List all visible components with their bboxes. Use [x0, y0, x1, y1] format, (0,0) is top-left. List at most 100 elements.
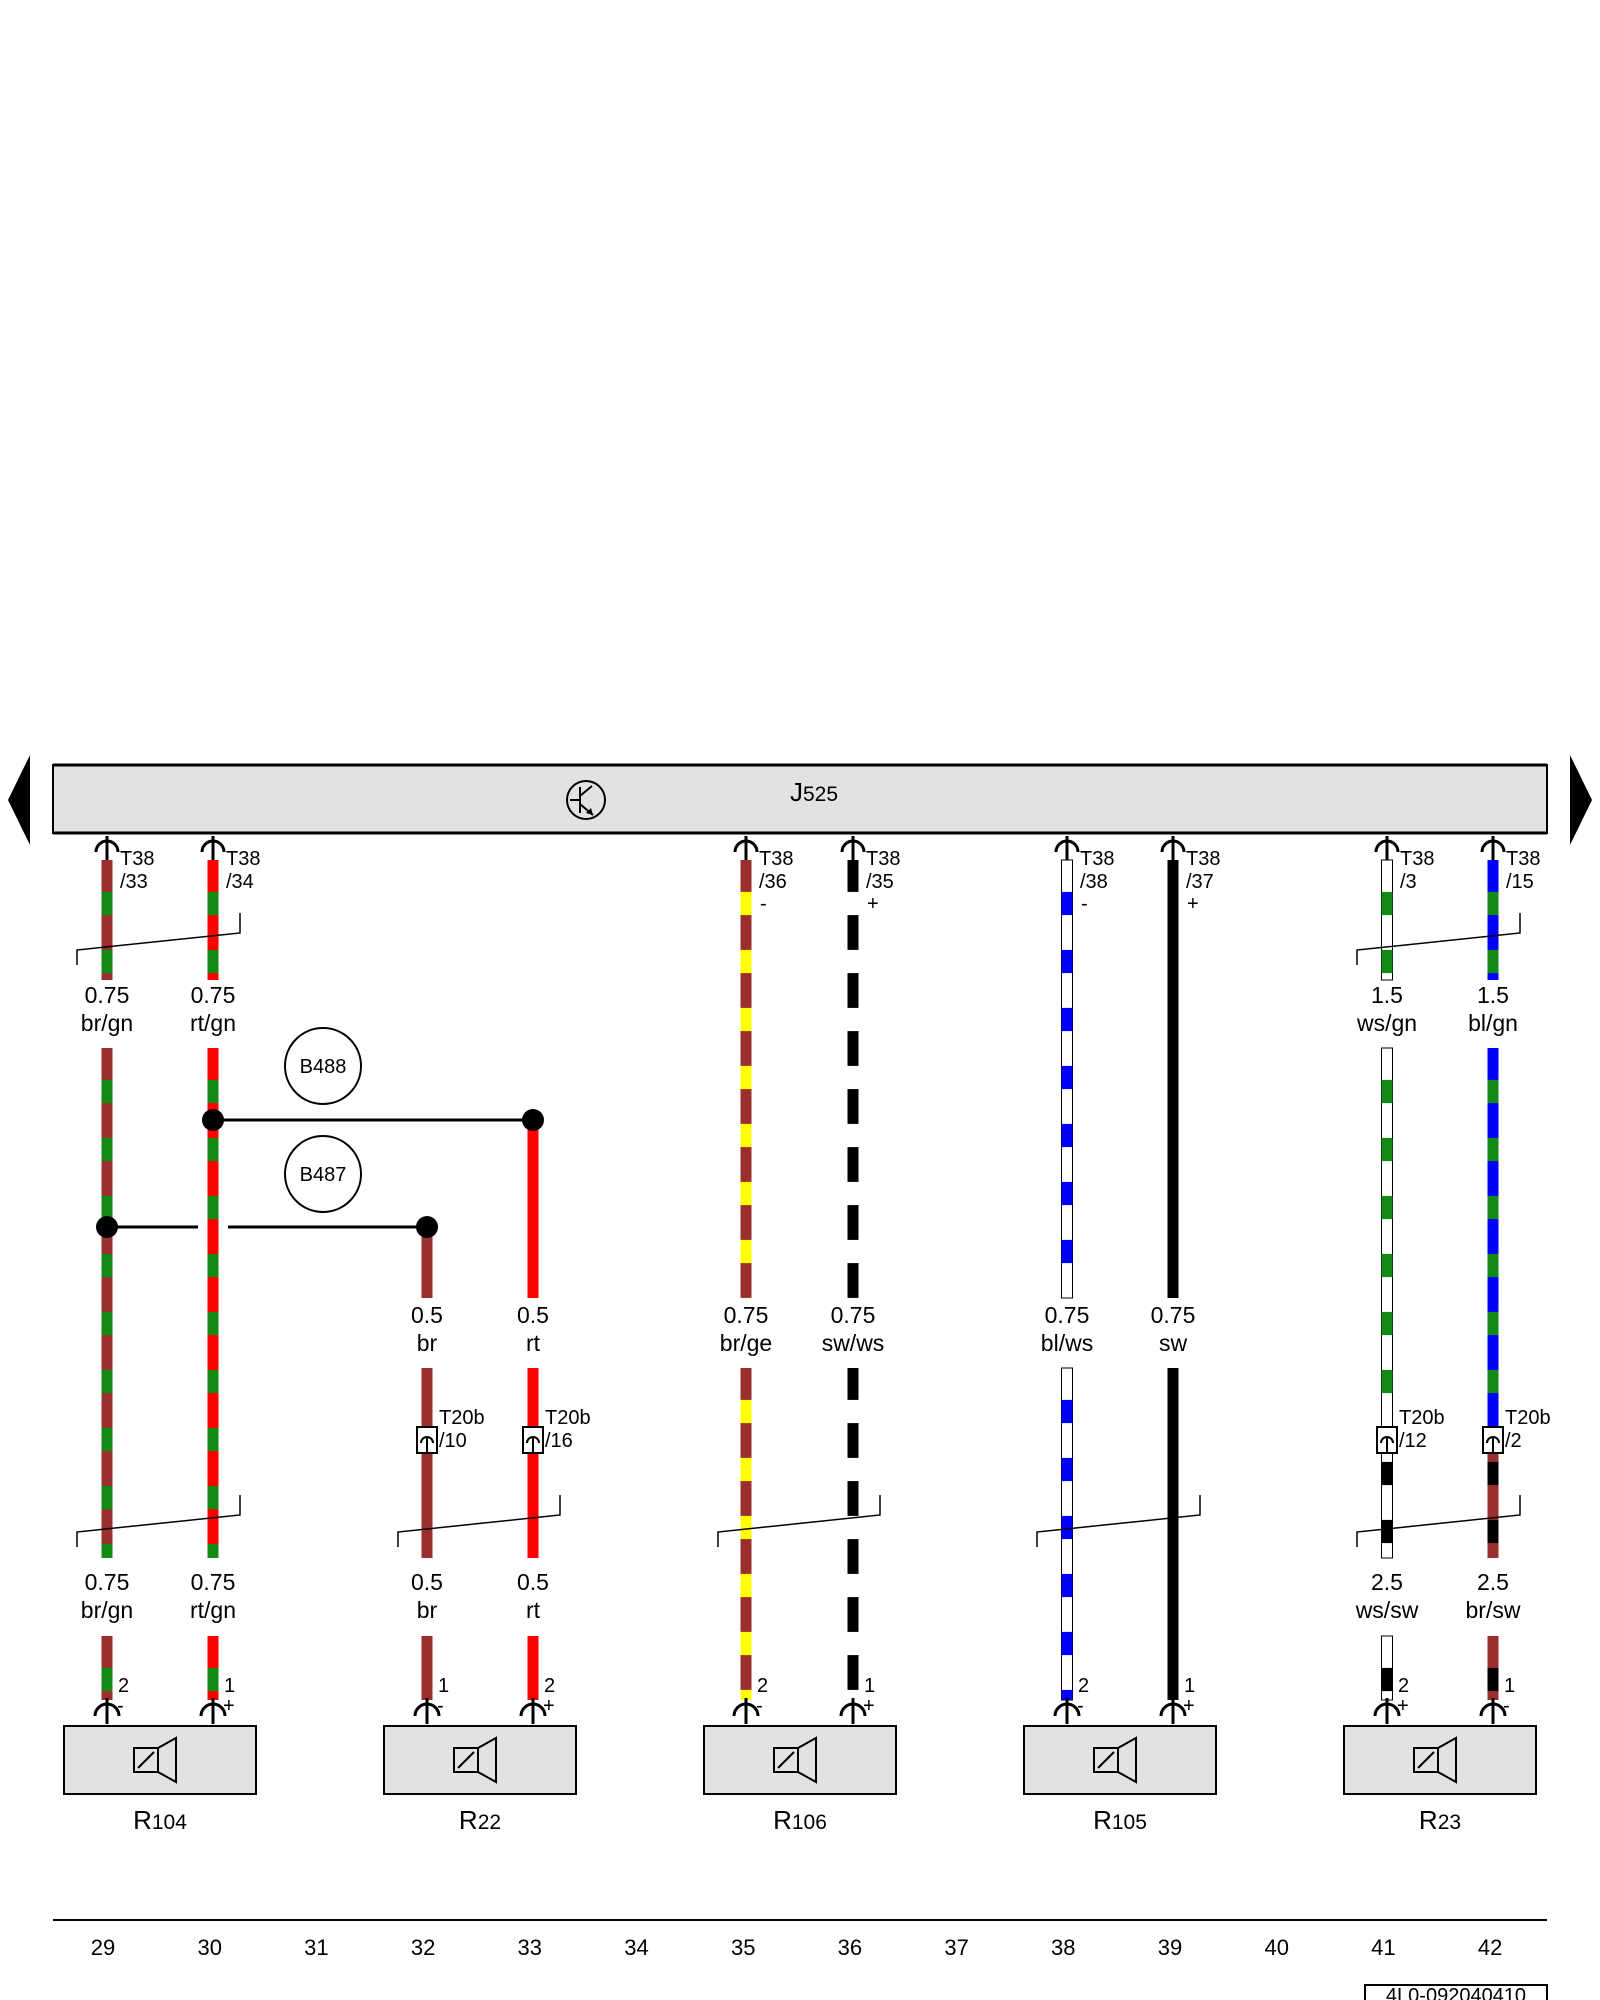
- column-number: 34: [624, 1935, 648, 1960]
- column-number: 31: [304, 1935, 328, 1960]
- wire-label: 0.75: [85, 982, 130, 1008]
- wire-segment: [847, 860, 859, 1298]
- column-number: 36: [838, 1935, 862, 1960]
- pin-connector-icon: [1480, 836, 1506, 860]
- speaker-icon: [773, 1736, 817, 1784]
- bundle-brackets: [76, 913, 1521, 1547]
- wire-segment: [1487, 1048, 1499, 1430]
- connector-label: T20b: [1505, 1407, 1551, 1429]
- wire-label: 0.75: [831, 1302, 876, 1328]
- pin-polarity: +: [1397, 1695, 1409, 1717]
- pin-number: 2: [544, 1675, 555, 1697]
- wire-label: 1.5: [1371, 982, 1403, 1008]
- wire-segment: [207, 1048, 219, 1558]
- wire-segment: [101, 860, 113, 980]
- wire-w1: [93, 836, 121, 1724]
- document-id-box: 4L0-092040410: [1364, 1984, 1548, 2000]
- wire-label: sw: [1159, 1330, 1188, 1356]
- wire-w5: [732, 836, 760, 1724]
- pin-number: 1: [864, 1675, 875, 1697]
- wire-segment: [1061, 1367, 1073, 1701]
- pin-number: 1: [438, 1675, 449, 1697]
- speaker-R105: R105: [1023, 1725, 1217, 1835]
- pin-label: /36: [759, 871, 787, 893]
- wire-segment: [421, 1368, 433, 1558]
- splice-b488: B488: [202, 1027, 544, 1131]
- connector-label: /2: [1505, 1430, 1522, 1452]
- wire-label: rt: [526, 1330, 541, 1356]
- wire-segment: [421, 1636, 433, 1700]
- pin-connector-icon: [93, 1698, 121, 1724]
- speaker-R22: R22: [383, 1725, 577, 1835]
- pin-label: T38: [1400, 848, 1434, 870]
- wire-segment: [1487, 1430, 1499, 1558]
- pin-number: 2: [118, 1675, 129, 1697]
- pin-connector-icon: [413, 1698, 441, 1724]
- pin-label: /3: [1400, 871, 1417, 893]
- pin-label: /34: [226, 871, 254, 893]
- wire-segment: [1167, 860, 1179, 1298]
- pin-connector-icon: [94, 836, 120, 860]
- pin-polarity: -: [117, 1695, 124, 1717]
- pin-polarity: +: [543, 1695, 555, 1717]
- column-number: 29: [91, 1935, 115, 1960]
- wire-label: 0.75: [191, 982, 236, 1008]
- wire-segment: [421, 1227, 433, 1298]
- pin-polarity: +: [867, 893, 879, 915]
- wire-segment: [1381, 1047, 1393, 1431]
- pin-connector-icon: [1373, 1698, 1401, 1724]
- wire-w6: [839, 836, 867, 1724]
- wire-segment: [1167, 1368, 1179, 1700]
- wire-segment: [1061, 859, 1073, 1299]
- pin-polarity: -: [760, 893, 767, 915]
- connector-label: /10: [439, 1430, 467, 1452]
- wire-w2: [199, 836, 227, 1724]
- column-number: 38: [1051, 1935, 1075, 1960]
- wire-segment: [740, 1368, 752, 1700]
- previous-page-arrow-icon[interactable]: [8, 755, 30, 845]
- pin-polarity: -: [1077, 1695, 1084, 1717]
- wire-w10: [1479, 836, 1507, 1724]
- wire-labels: T38/330.75br/gn0.75br/gn2-T38/340.75rt/g…: [81, 848, 1551, 1717]
- speaker-icon: [1413, 1736, 1457, 1784]
- pin-number: 2: [757, 1675, 768, 1697]
- splice-point: [96, 1216, 118, 1238]
- wire-label: br/gn: [81, 1597, 133, 1623]
- pin-connector-icon: [1054, 836, 1080, 860]
- wire-segment: [527, 1636, 539, 1700]
- pin-connector-icon: [732, 1698, 760, 1724]
- splice-label: B488: [300, 1056, 347, 1078]
- control-unit-j525: J525: [52, 763, 1548, 835]
- wire-segment: [207, 1636, 219, 1700]
- pin-polarity: +: [1187, 893, 1199, 915]
- wire-w7: [1053, 836, 1081, 1724]
- wire-w9: [1373, 836, 1401, 1724]
- wire-label: 2.5: [1477, 1569, 1509, 1595]
- pin-number: 1: [1184, 1675, 1195, 1697]
- pin-number: 2: [1078, 1675, 1089, 1697]
- wire-label: rt/gn: [190, 1010, 236, 1036]
- inline-connector-icon: [1376, 1426, 1398, 1454]
- speaker-R106: R106: [703, 1725, 897, 1835]
- wire-label: br: [417, 1597, 438, 1623]
- next-page-arrow-icon[interactable]: [1570, 755, 1592, 845]
- pin-label: T38: [1186, 848, 1220, 870]
- pin-connector-icon: [1053, 1698, 1081, 1724]
- wire-label: sw/ws: [822, 1330, 885, 1356]
- pin-label: T38: [1506, 848, 1540, 870]
- wire-segment: [1487, 1636, 1499, 1700]
- pin-number: 1: [1504, 1675, 1515, 1697]
- wire-label: bl/gn: [1468, 1010, 1518, 1036]
- wire-label: rt: [526, 1597, 541, 1623]
- splice-label: B487: [300, 1164, 347, 1186]
- speaker-label: R105: [1093, 1805, 1147, 1835]
- connector-label: /16: [545, 1430, 573, 1452]
- connector-label: T20b: [439, 1407, 485, 1429]
- splice-point: [522, 1109, 544, 1131]
- pin-connector-icon: [840, 836, 866, 860]
- wire-segment: [1381, 859, 1393, 981]
- pin-number: 1: [224, 1675, 235, 1697]
- wire-segment: [740, 860, 752, 1298]
- speaker-label: R106: [773, 1805, 827, 1835]
